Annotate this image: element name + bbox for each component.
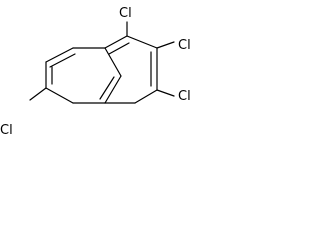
atom-label-cl-right-lower: Cl	[178, 89, 191, 104]
atom-label-cl-left: Cl	[0, 123, 13, 136]
bond	[104, 35, 128, 49]
bond-substituent	[156, 41, 175, 49]
bond	[45, 47, 74, 63]
ring-bonds	[29, 21, 175, 104]
bond-substituent	[29, 87, 47, 101]
bond-double	[99, 76, 115, 100]
bond-substituent	[156, 89, 175, 97]
structure-diagram: Cl Cl Cl Cl	[0, 6, 191, 136]
bond-double	[108, 42, 130, 55]
atom-label-cl-right-upper: Cl	[178, 38, 191, 53]
atom-label-cl-top: Cl	[119, 6, 132, 21]
bond	[126, 35, 158, 49]
bond	[134, 89, 158, 104]
bond	[45, 87, 74, 104]
bond	[104, 75, 122, 104]
bond-double	[49, 53, 76, 68]
atom-labels: Cl Cl Cl Cl	[0, 6, 191, 136]
bond	[104, 47, 122, 77]
